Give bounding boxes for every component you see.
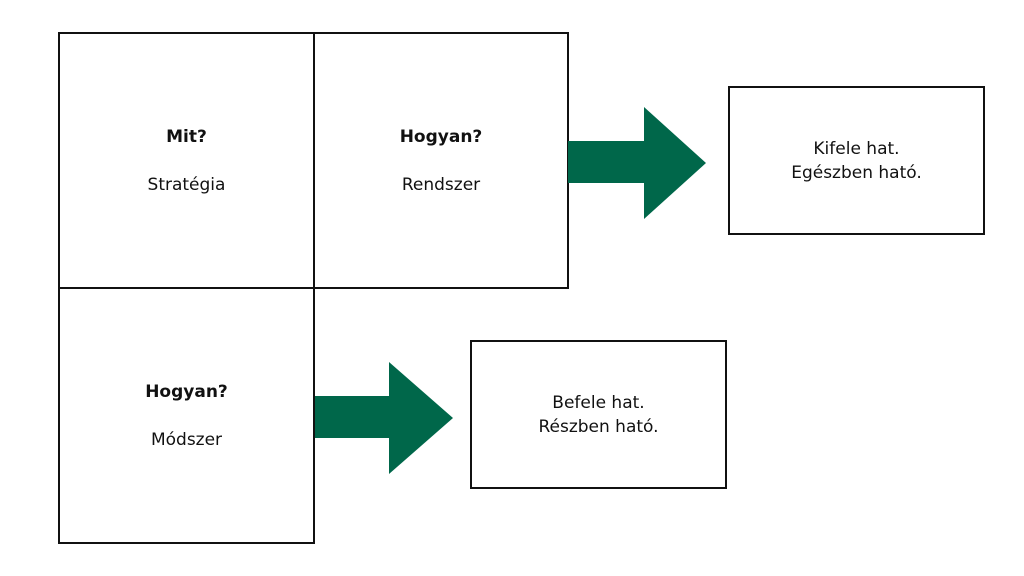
- outward-effect-line2: Egészben ható.: [791, 162, 922, 183]
- strategy-box: Mit? Stratégia: [58, 32, 315, 289]
- inward-effect-line2: Részben ható.: [538, 416, 659, 437]
- arrow-bottom-shape: [315, 362, 453, 474]
- system-box: Hogyan? Rendszer: [313, 32, 569, 289]
- arrow-right-icon: [315, 362, 453, 474]
- outward-effect-line1: Kifele hat.: [813, 138, 900, 159]
- system-title: Hogyan?: [399, 126, 483, 147]
- method-subtitle: Módszer: [150, 429, 223, 450]
- inward-effect-box: Befele hat. Részben ható.: [470, 340, 727, 489]
- strategy-title: Mit?: [166, 126, 207, 147]
- method-box: Hogyan? Módszer: [58, 287, 315, 544]
- inward-effect-line1: Befele hat.: [552, 392, 645, 413]
- system-subtitle: Rendszer: [401, 174, 481, 195]
- method-title: Hogyan?: [145, 381, 228, 402]
- arrow-right-icon: [568, 107, 706, 219]
- arrow-top-shape: [568, 107, 706, 219]
- outward-effect-box: Kifele hat. Egészben ható.: [728, 86, 985, 235]
- strategy-subtitle: Stratégia: [147, 174, 226, 195]
